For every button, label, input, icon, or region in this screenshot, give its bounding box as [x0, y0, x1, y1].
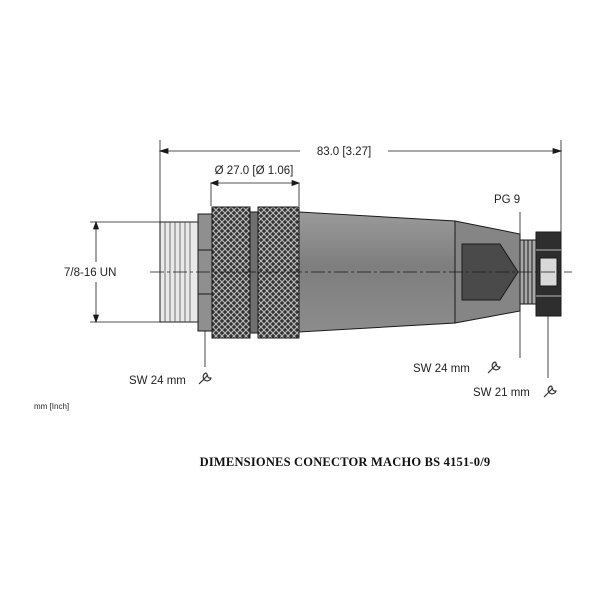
wrench-icon	[487, 361, 501, 374]
wrench-coupling-label: SW 24 mm	[129, 375, 186, 387]
coupling-hex	[197, 213, 213, 332]
wrench-icon	[543, 385, 557, 398]
units-note: mm [Inch]	[34, 402, 69, 411]
drawing-title: DIMENSIONES CONECTOR MACHO BS 4151-0/9	[200, 455, 491, 469]
dimension-overall-length	[158, 140, 563, 236]
knurl-ring-1	[211, 206, 251, 339]
wrench-body-label: SW 24 mm	[413, 363, 470, 375]
wrench-icon	[198, 372, 212, 385]
diameter-label: Ø 27.0 [Ø 1.06]	[215, 165, 294, 177]
wrench-gland-label: SW 21 mm	[473, 387, 530, 399]
dimension-diameter	[209, 179, 301, 206]
overall-length-label: 83.0 [3.27]	[317, 146, 371, 158]
cable-gland-label: PG 9	[494, 194, 520, 206]
knurl-ring-2	[257, 206, 300, 339]
ring-gap	[249, 211, 259, 334]
dimension-thread	[90, 220, 160, 324]
thread-label: 7/8-16 UN	[64, 267, 116, 279]
connector-body	[159, 206, 562, 339]
